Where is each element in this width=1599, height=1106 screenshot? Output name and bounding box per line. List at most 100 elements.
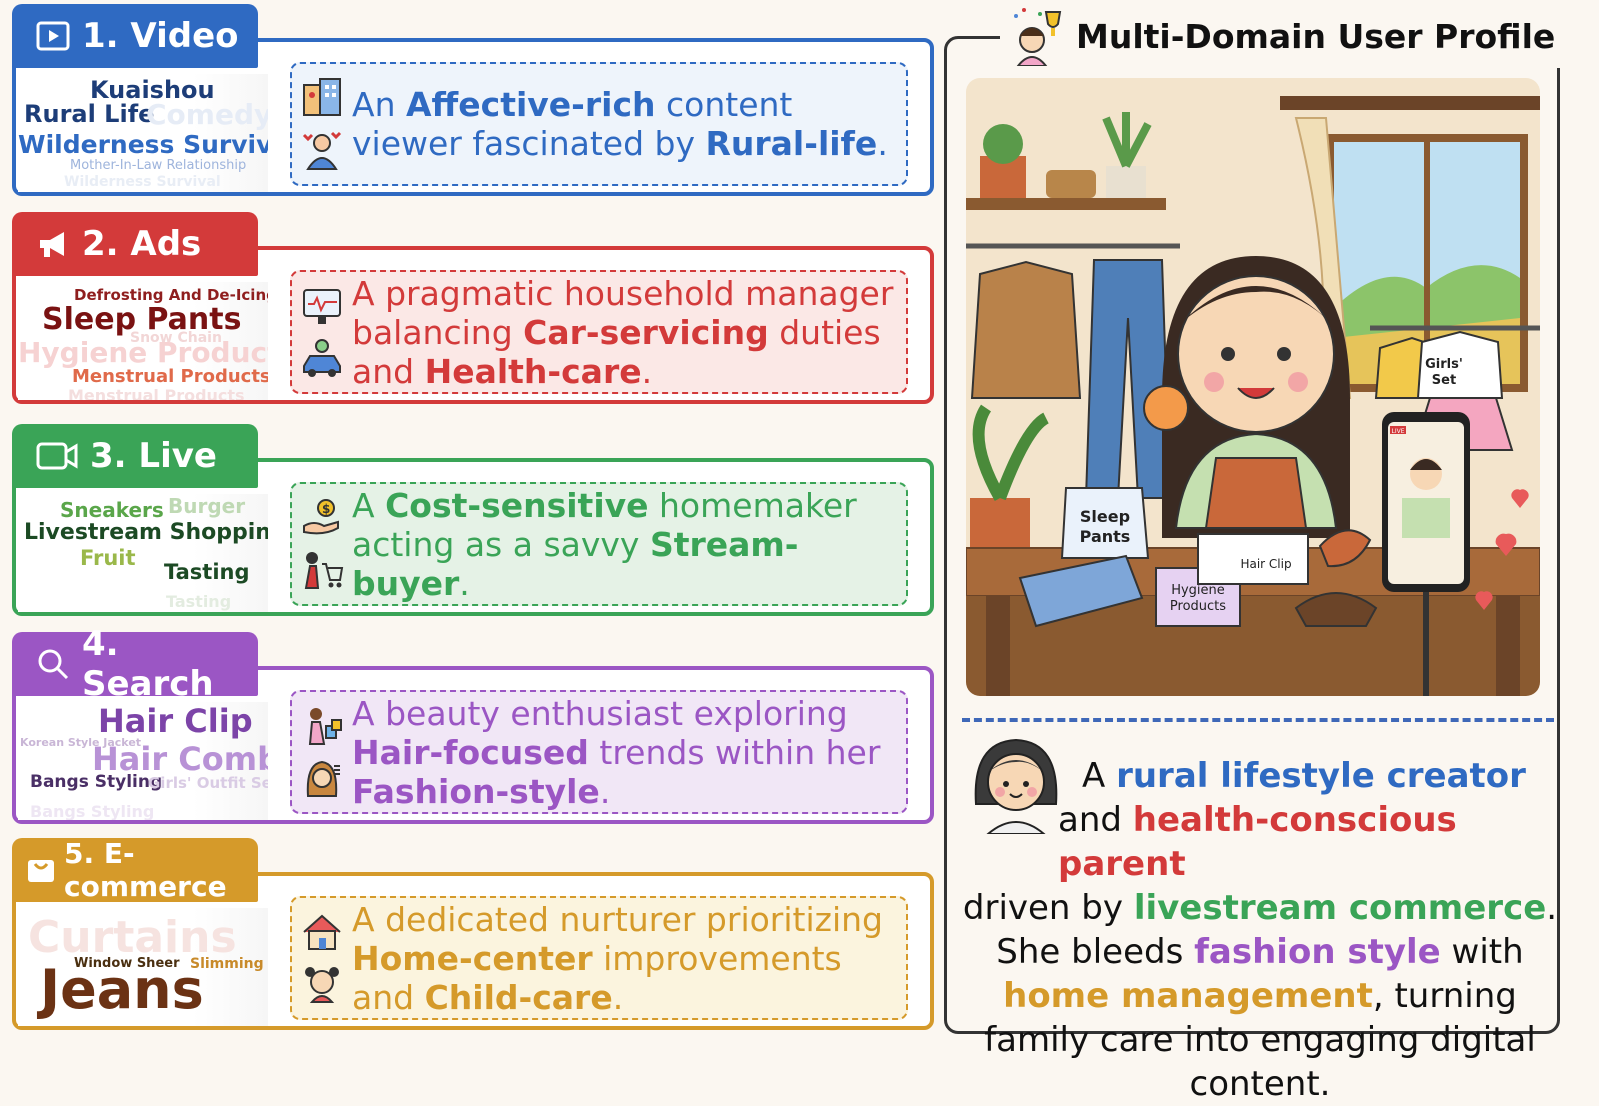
peach: [1143, 385, 1189, 431]
profile-title-bar: Multi-Domain User Profile: [1000, 4, 1566, 68]
panel-title: 1. Video: [82, 16, 239, 56]
svg-text:$: $: [322, 502, 330, 516]
shopping-bag-icon: [28, 860, 54, 882]
desc-highlight: Fashion-style: [352, 771, 600, 811]
keyword: Comedy: [146, 98, 268, 131]
play-icon: [36, 21, 70, 51]
girls-set-label: Girls': [1425, 357, 1463, 372]
keyword: Slimming: [190, 956, 264, 972]
keyword: Tasting: [166, 592, 232, 611]
description-box: A beauty enthusiast exploring Hair-focus…: [290, 690, 908, 814]
desc-highlight: Affective-rich: [405, 85, 656, 124]
desc-part: content viewer fascinated by: [352, 85, 793, 163]
panel-title: 5. E-commerce: [64, 837, 227, 903]
desc-part: trends within her: [588, 732, 881, 772]
keyword: Livestream Shopping: [24, 520, 268, 545]
live-panel: 3. Live Sneakers Burger Livestream Shopp…: [12, 424, 950, 616]
hygiene-label: Hygiene: [1171, 583, 1225, 598]
ecommerce-panel: 5. E-commerce Curtains Window Sheer Slim…: [12, 837, 950, 1030]
summary-highlight-gold: home management: [1003, 976, 1373, 1016]
desc-part: improvements and: [352, 938, 842, 1017]
live-tab: 3. Live: [12, 424, 258, 488]
car-wash-icon: [303, 339, 341, 377]
keyword: Tasting: [164, 560, 250, 584]
video-camera-icon: [36, 442, 78, 470]
keyword: Curtains: [28, 912, 237, 963]
panel-title: 2. Ads: [82, 224, 202, 264]
avatar-icon: [974, 738, 1058, 834]
ads-tab: 2. Ads: [12, 212, 258, 276]
keyword-cloud: Defrosting And De-Icing Sleep Pants Snow…: [18, 282, 268, 400]
summary-text: driven by: [962, 888, 1134, 928]
desc-part: .: [599, 771, 611, 811]
description-box: A pragmatic household manager balancing …: [290, 270, 908, 394]
keyword: Girls' Outfit Set: [148, 774, 268, 792]
desc-highlight: Rural-life: [705, 124, 878, 163]
hair-clip-label: Hair Clip: [1240, 557, 1291, 571]
shopper-cart-icon: [304, 552, 344, 589]
description-text: A dedicated nurturer prioritizing Home-c…: [352, 900, 906, 1017]
description-text: A pragmatic household manager balancing …: [352, 274, 906, 391]
profile-illustration: Girls' Set Sleep Pants Hygiene Products …: [966, 78, 1540, 696]
description-text: A beauty enthusiast exploring Hair-focus…: [352, 694, 906, 811]
keyword: Kuaishou: [90, 76, 215, 104]
desc-part: A beauty enthusiast exploring: [352, 693, 848, 733]
trophy-woman-icon: [1014, 8, 1062, 66]
keyword-cloud: Kuaishou Rural Life Comedy Wilderness Su…: [18, 74, 268, 192]
desc-part: A dedicated nurturer prioritizing: [352, 899, 883, 939]
building-icon: [303, 78, 341, 116]
illustration-svg: Girls' Set Sleep Pants Hygiene Products …: [966, 78, 1540, 696]
summary-highlight-green: livestream commerce: [1133, 888, 1547, 928]
desc-highlight: Health-care: [424, 351, 642, 391]
description-text: A Cost-sensitive homemaker acting as a s…: [352, 486, 906, 603]
desc-part: .: [612, 977, 624, 1017]
keyword: Rural Life: [24, 100, 155, 128]
keyword: Burger: [168, 494, 246, 518]
keyword-cloud: Hair Clip Korean Style Jacket Hair Comb …: [18, 702, 268, 820]
ecommerce-tab: 5. E-commerce: [12, 837, 258, 903]
shopping-woman-icon: [308, 708, 342, 745]
keyword: Bangs Styling: [30, 802, 155, 820]
megaphone-icon: [40, 232, 64, 257]
sleep-pants-pack: [1060, 487, 1150, 559]
desc-highlight: Car-servicing: [523, 312, 769, 352]
ads-panel: 2. Ads Defrosting And De-Icing Sleep Pan…: [12, 212, 950, 404]
keyword: Wilderness Survival: [64, 174, 221, 190]
profile-title: Multi-Domain User Profile: [1076, 16, 1556, 56]
keyword: Sneakers: [60, 498, 164, 522]
search-tab: 4. Search: [12, 624, 258, 704]
hygiene-label-2: Products: [1170, 599, 1226, 614]
summary-line-2: and health-conscious parent: [962, 798, 1558, 886]
desc-part: homemaker acting as a savvy: [352, 485, 857, 564]
hair-woman-icon: [306, 760, 340, 797]
summary-text: and: [1058, 800, 1133, 840]
keyword: Snow Chain: [130, 330, 222, 346]
keyword-cloud: Curtains Window Sheer Slimming Jeans: [18, 908, 268, 1026]
girls-set-label-2: Set: [1432, 373, 1456, 388]
family-icon: [302, 131, 342, 170]
summary-line-1: A rural lifestyle creator: [962, 754, 1558, 798]
video-tab: 1. Video: [12, 4, 258, 68]
search-panel: 4. Search Hair Clip Korean Style Jacket …: [12, 624, 950, 824]
keyword: Hygiene Products: [18, 336, 268, 369]
keyword: Defrosting And De-Icing: [74, 286, 268, 304]
keyword: Window Sheer: [74, 956, 180, 971]
hair-clip-card: [1197, 533, 1309, 585]
desc-highlight: Home-center: [352, 938, 593, 978]
keyword: Sleep Pants: [42, 302, 242, 337]
keyword: Korean Style Jacket: [20, 736, 142, 749]
sleep-pants-label: Sleep: [1080, 507, 1130, 526]
desc-highlight: Child-care: [424, 977, 613, 1017]
video-panel: 1. Video Kuaishou Rural Life Comedy Wild…: [12, 4, 950, 196]
summary-highlight-red: health-conscious parent: [1058, 800, 1457, 884]
summary-highlight-purple: fashion style: [1194, 932, 1441, 972]
keyword: Menstrual Products: [68, 386, 245, 400]
live-label: LIVE: [1391, 428, 1404, 435]
desc-part: An: [352, 85, 406, 124]
desc-part: .: [641, 351, 653, 391]
keyword: Fruit: [80, 546, 136, 570]
desc-part: A: [352, 485, 386, 525]
desc-highlight: Hair-focused: [352, 732, 589, 772]
summary-text: with: [1440, 932, 1524, 972]
desc-highlight: Cost-sensitive: [385, 485, 649, 525]
